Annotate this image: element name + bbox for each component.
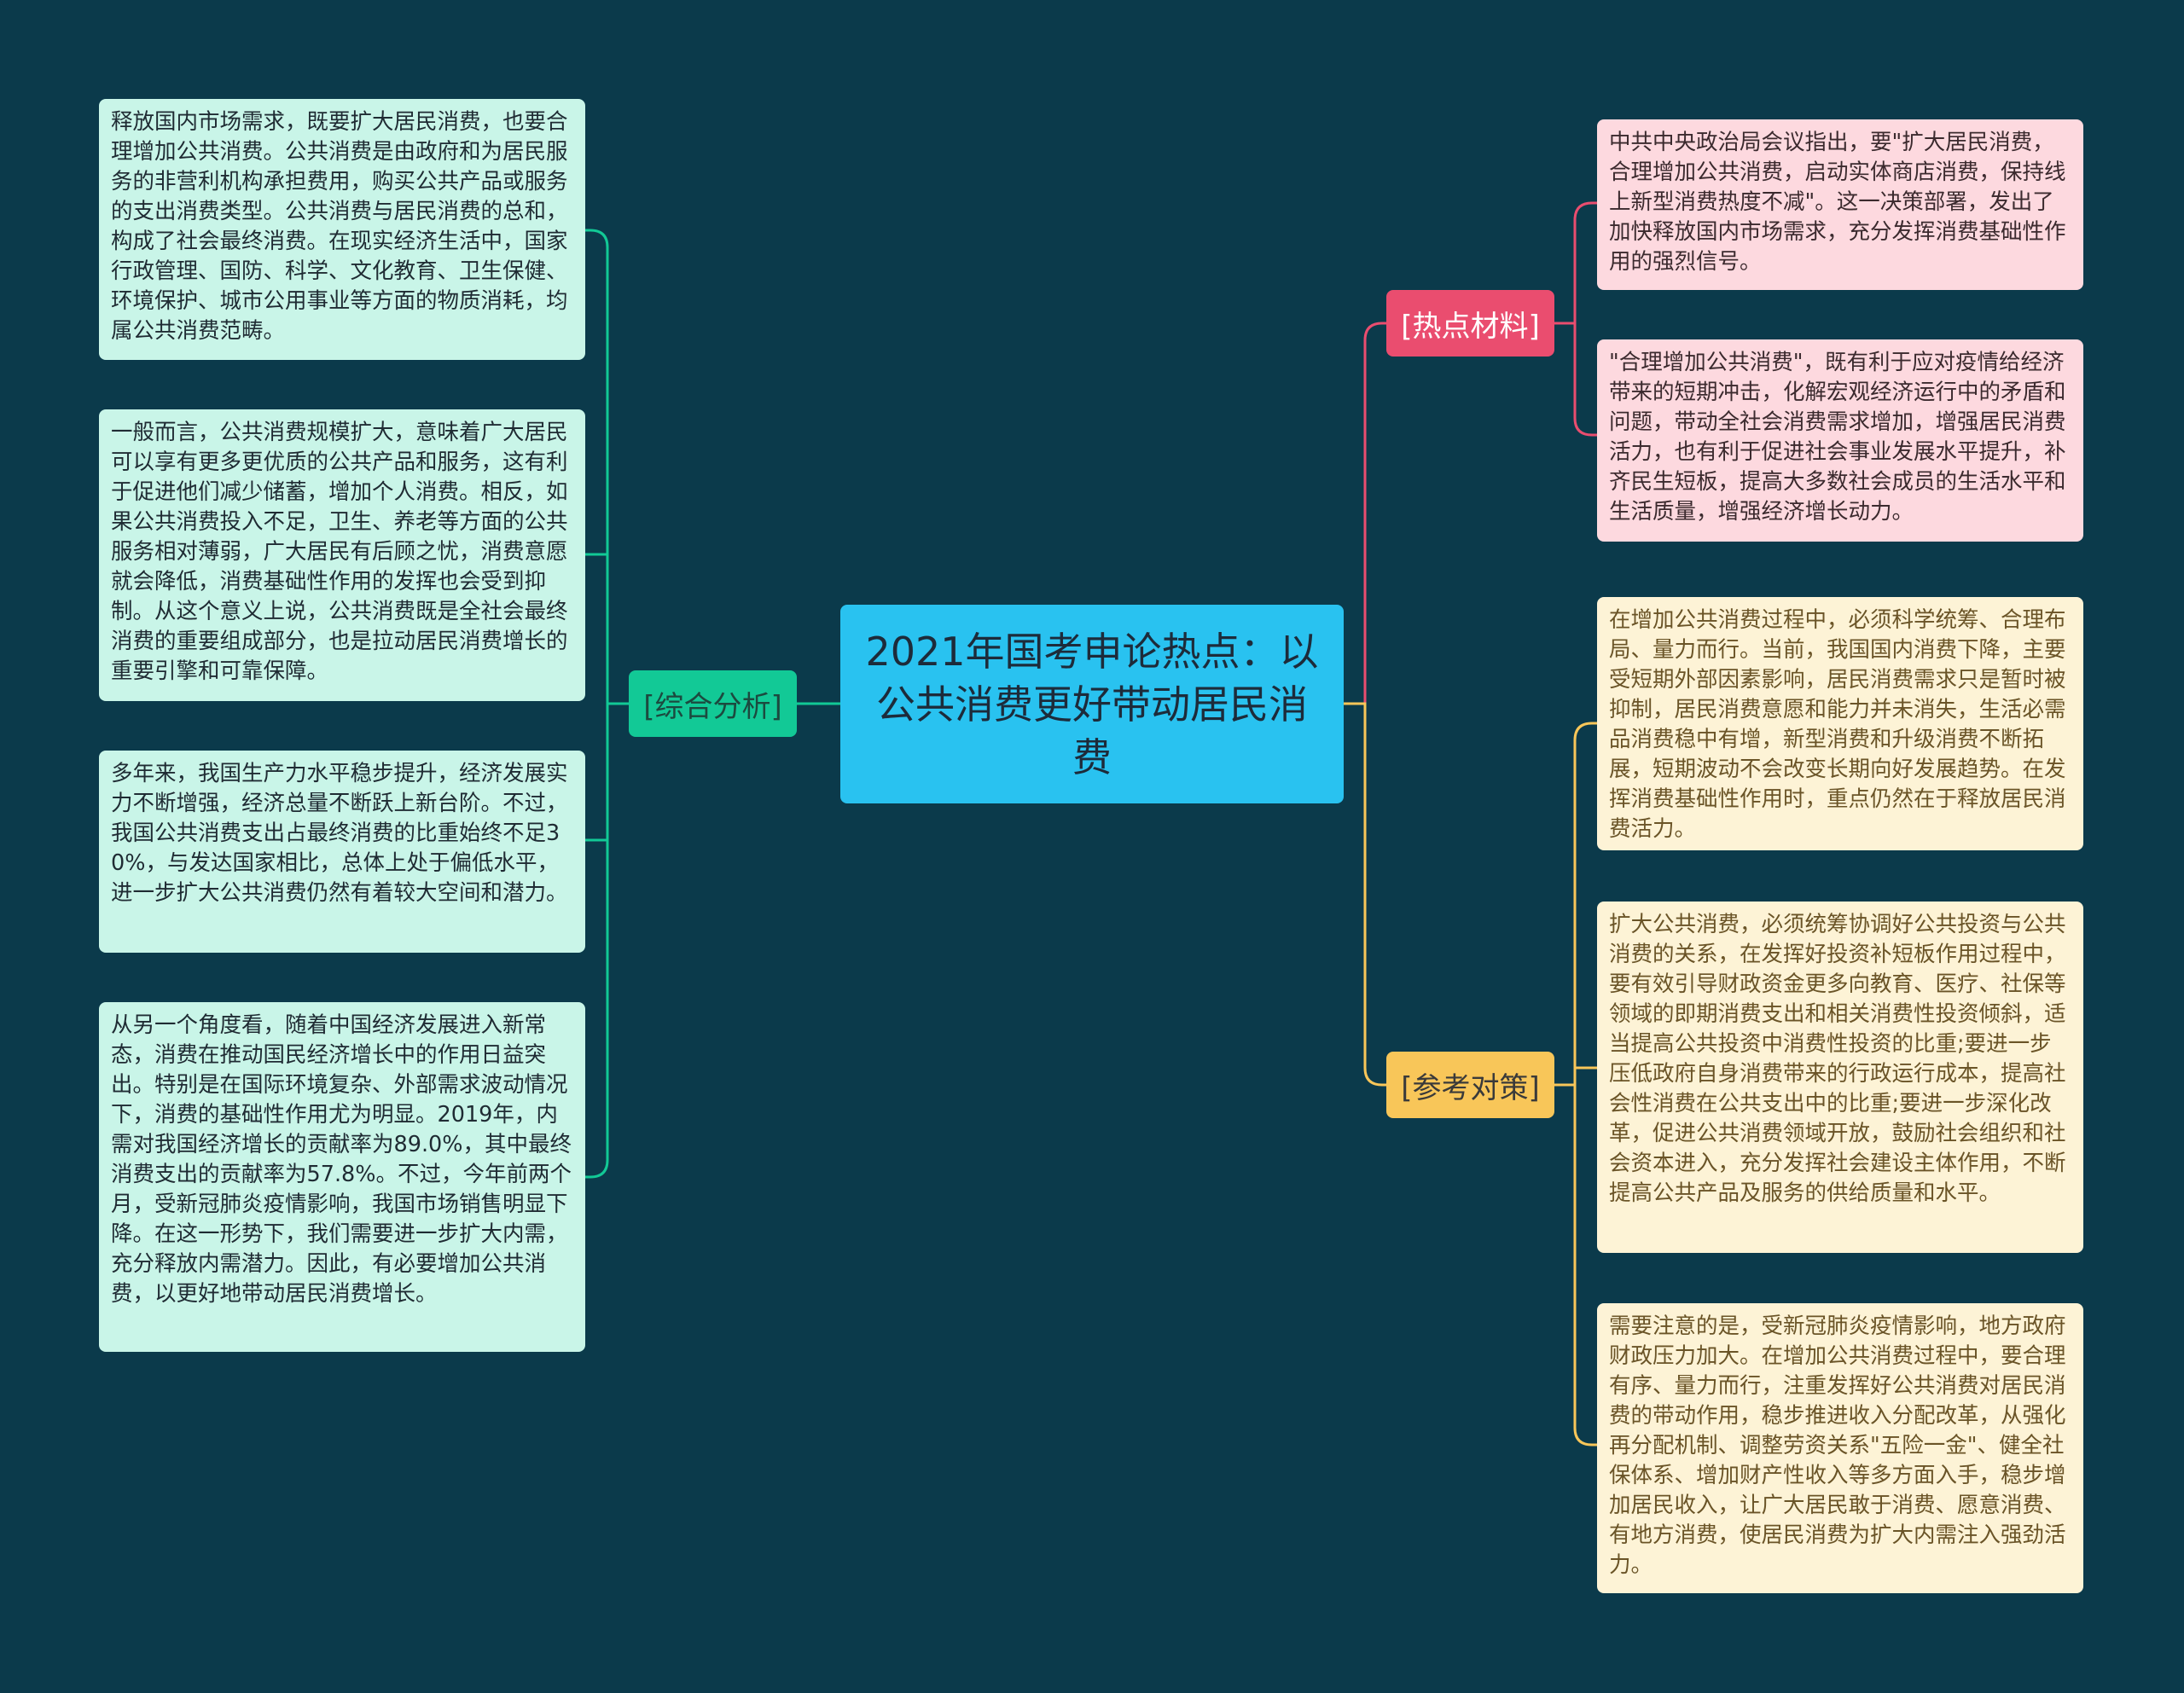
leaf-analysis-3[interactable]: 多年来，我国生产力水平稳步提升，经济发展实力不断增强，经济总量不断跃上新台阶。不… bbox=[99, 751, 585, 953]
leaf-text: 扩大公共消费，必须统筹协调好公共投资与公共消费的关系，在发挥好投资补短板作用过程… bbox=[1609, 912, 2066, 1206]
branch-label: [参考对策] bbox=[1401, 1070, 1540, 1105]
connector-center-hot bbox=[1344, 322, 1386, 705]
central-topic[interactable]: 2021年国考申论热点：以公共消费更好带动居民消费 bbox=[840, 605, 1344, 803]
branch-label: [热点材料] bbox=[1401, 309, 1540, 344]
leaf-text: 多年来，我国生产力水平稳步提升，经济发展实力不断增强，经济总量不断跃上新台阶。不… bbox=[111, 761, 568, 906]
leaf-text: 需要注意的是，受新冠肺炎疫情影响，地方政府财政压力加大。在增加公共消费过程中，要… bbox=[1609, 1313, 2066, 1578]
leaf-ref-3[interactable]: 需要注意的是，受新冠肺炎疫情影响，地方政府财政压力加大。在增加公共消费过程中，要… bbox=[1597, 1303, 2083, 1593]
branch-label: [综合分析] bbox=[643, 689, 782, 724]
connector-ref-leaves bbox=[1554, 722, 1597, 1447]
branch-reference-countermeasure[interactable]: [参考对策] bbox=[1386, 1052, 1554, 1118]
leaf-text: 中共中央政治局会议指出，要"扩大居民消费，合理增加公共消费，启动实体商店消费，保… bbox=[1609, 130, 2066, 275]
leaf-analysis-1[interactable]: 释放国内市场需求，既要扩大居民消费，也要合理增加公共消费。公共消费是由政府和为居… bbox=[99, 99, 585, 360]
leaf-hot-1[interactable]: 中共中央政治局会议指出，要"扩大居民消费，合理增加公共消费，启动实体商店消费，保… bbox=[1597, 119, 2083, 290]
branch-hot-material[interactable]: [热点材料] bbox=[1386, 290, 1554, 357]
leaf-text: "合理增加公共消费"，既有利于应对疫情给经济带来的短期冲击，化解宏观经济运行中的… bbox=[1609, 350, 2066, 525]
leaf-text: 一般而言，公共消费规模扩大，意味着广大居民可以享有更多更优质的公共产品和服务，这… bbox=[111, 420, 568, 684]
connector-center-ref bbox=[1344, 702, 1386, 1087]
connector-hot-leaves bbox=[1554, 201, 1597, 437]
leaf-hot-2[interactable]: "合理增加公共消费"，既有利于应对疫情给经济带来的短期冲击，化解宏观经济运行中的… bbox=[1597, 339, 2083, 542]
leaf-analysis-2[interactable]: 一般而言，公共消费规模扩大，意味着广大居民可以享有更多更优质的公共产品和服务，这… bbox=[99, 409, 585, 701]
leaf-text: 在增加公共消费过程中，必须科学统筹、合理布局、量力而行。当前，我国国内消费下降，… bbox=[1609, 607, 2066, 842]
leaf-text: 释放国内市场需求，既要扩大居民消费，也要合理增加公共消费。公共消费是由政府和为居… bbox=[111, 109, 568, 344]
leaf-analysis-4[interactable]: 从另一个角度看，随着中国经济发展进入新常态，消费在推动国民经济增长中的作用日益突… bbox=[99, 1002, 585, 1352]
leaf-ref-1[interactable]: 在增加公共消费过程中，必须科学统筹、合理布局、量力而行。当前，我国国内消费下降，… bbox=[1597, 597, 2083, 850]
central-topic-title: 2021年国考申论热点：以公共消费更好带动居民消费 bbox=[865, 628, 1319, 780]
connector-left-trunk bbox=[585, 229, 629, 1179]
leaf-text: 从另一个角度看，随着中国经济发展进入新常态，消费在推动国民经济增长中的作用日益突… bbox=[111, 1012, 572, 1307]
branch-comprehensive-analysis[interactable]: [综合分析] bbox=[629, 670, 797, 737]
leaf-ref-2[interactable]: 扩大公共消费，必须统筹协调好公共投资与公共消费的关系，在发挥好投资补短板作用过程… bbox=[1597, 902, 2083, 1253]
